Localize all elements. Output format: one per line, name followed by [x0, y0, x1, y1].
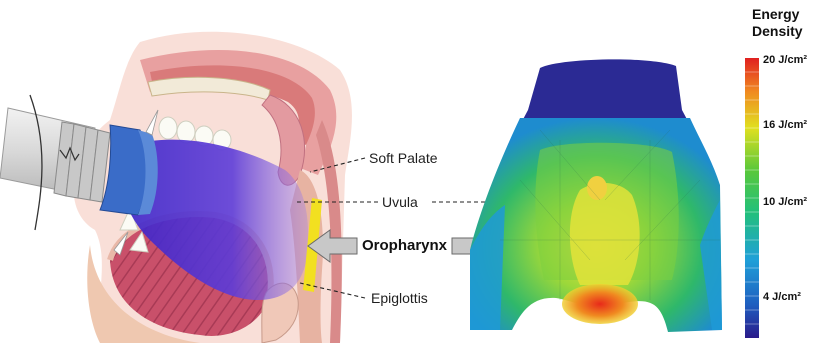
energy-density-scale — [745, 58, 759, 338]
uvula-label: Uvula — [382, 194, 418, 210]
legend-tick-4: 4 J/cm² — [763, 291, 801, 303]
legend-title-line2: Density — [752, 23, 803, 40]
legend-title: Energy Density — [752, 6, 803, 40]
heatmap-model — [470, 59, 722, 332]
legend-tick-16: 16 J/cm² — [763, 119, 807, 131]
legend-tick-20: 20 J/cm² — [763, 54, 807, 66]
oropharynx-label: Oropharynx — [362, 238, 447, 254]
anatomy-illustration — [0, 32, 352, 343]
soft-palate-label: Soft Palate — [369, 150, 438, 166]
epiglottis-label: Epiglottis — [371, 290, 428, 306]
legend-title-line1: Energy — [752, 6, 803, 23]
legend-tick-10: 10 J/cm² — [763, 196, 807, 208]
